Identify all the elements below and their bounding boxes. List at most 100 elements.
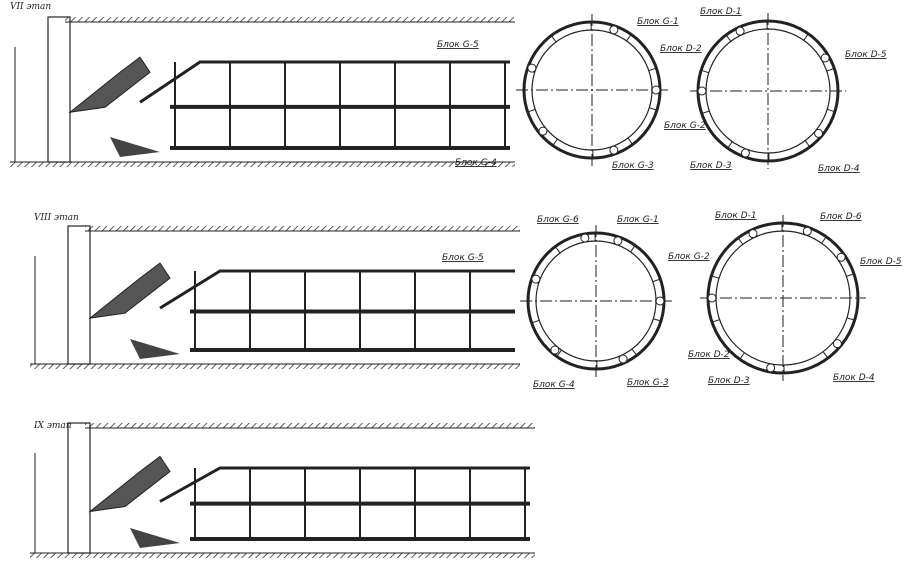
gantry-ramp (159, 269, 515, 310)
gantry-ramp (159, 466, 530, 503)
loader (110, 137, 160, 157)
label-block-d4: Блок D-4 (818, 164, 860, 174)
stage-label-ix: IX этап (33, 421, 72, 431)
block-marker (538, 126, 548, 136)
segment-joint (648, 67, 657, 72)
segment-joint (701, 110, 710, 115)
segment-erector (88, 262, 171, 319)
stage-label-vii: VII этап (10, 2, 51, 12)
label-block-g4: Блок G-4 (455, 158, 497, 168)
label-block-d2: Блок D-2 (660, 44, 702, 54)
segment-joint (739, 352, 745, 360)
segment-erector (88, 455, 171, 513)
block-marker (609, 145, 619, 155)
block-marker (550, 345, 560, 355)
label-block-g2: Блок G-2 (668, 252, 710, 262)
tunnel-section-ix (30, 422, 535, 558)
segment-joint (846, 273, 855, 277)
segment-joint (556, 349, 562, 357)
block-marker (527, 63, 537, 73)
ring-d-viii (700, 215, 866, 381)
tunnel-section-viii (30, 225, 520, 369)
segment-joint (652, 278, 661, 283)
segment-joint (711, 319, 720, 323)
segment-joint (700, 69, 709, 74)
segment-joint (531, 319, 540, 324)
block-marker (618, 354, 628, 364)
stage-label-viii: VIII этап (34, 213, 79, 223)
block-marker (836, 252, 846, 262)
block-marker (655, 296, 665, 306)
ring-g-vii (516, 14, 668, 166)
segment-joint (554, 246, 561, 254)
shield-body (47, 16, 71, 163)
gantry-ramp (139, 60, 510, 104)
label-block-g5: Блок G-5 (437, 40, 479, 50)
segment-joint (626, 34, 632, 42)
rock-hatch-top (85, 226, 520, 231)
label-block-g6: Блок G-6 (537, 215, 579, 225)
segment-joint (631, 348, 638, 356)
block-marker (735, 26, 745, 36)
label-block-d2: Блок D-2 (688, 350, 730, 360)
block-marker (820, 53, 830, 63)
segment-joint (821, 236, 827, 244)
rock-hatch-bottom (30, 553, 535, 558)
rock-hatch-bottom (10, 162, 515, 167)
tunnel-section-vii (10, 16, 515, 167)
block-marker (613, 236, 623, 246)
shield-body (67, 422, 91, 554)
block-marker (651, 85, 661, 95)
segment-joint (653, 318, 662, 322)
segment-joint (711, 275, 720, 279)
ring-d-vii (690, 13, 846, 169)
ring-g-viii (520, 225, 672, 377)
segment-erector (68, 56, 151, 114)
label-block-d4: Блок D-4 (833, 373, 875, 383)
label-block-g5: Блок G-5 (442, 253, 484, 263)
block-marker (740, 148, 750, 158)
segment-joint (630, 245, 636, 253)
rock-hatch-bottom (30, 364, 520, 369)
label-block-g1: Блок G-1 (617, 215, 659, 225)
rock-hatch-top (65, 17, 515, 22)
segment-joint (827, 108, 836, 113)
label-block-g4: Блок G-4 (533, 380, 575, 390)
block-marker (707, 293, 717, 303)
shield-body (67, 225, 91, 365)
segment-joint (649, 107, 658, 111)
label-block-d1: Блок D-1 (715, 211, 757, 221)
label-block-g3: Блок G-3 (612, 161, 654, 171)
segment-joint (803, 33, 809, 41)
segment-joint (527, 108, 536, 113)
label-block-g1: Блок G-1 (637, 17, 679, 27)
loader (130, 528, 180, 548)
label-block-d5: Блок D-5 (845, 50, 887, 60)
block-marker (814, 128, 824, 138)
label-block-d5: Блок D-5 (860, 257, 902, 267)
segment-joint (804, 140, 811, 148)
block-marker (802, 226, 812, 236)
label-block-d3: Блок D-3 (708, 376, 750, 386)
block-marker (832, 339, 842, 349)
segment-joint (550, 35, 557, 43)
block-marker (609, 25, 619, 35)
loader (130, 339, 180, 359)
label-block-g2: Блок G-2 (664, 121, 706, 131)
segment-joint (826, 67, 835, 72)
segment-joint (846, 317, 855, 321)
block-marker (748, 229, 758, 239)
label-block-d1: Блок D-1 (700, 7, 742, 17)
segment-joint (737, 237, 744, 245)
label-block-d6: Блок D-6 (820, 212, 862, 222)
rock-hatch-top (85, 423, 535, 428)
block-marker (766, 363, 776, 373)
block-marker (580, 233, 590, 243)
segment-joint (727, 141, 733, 149)
segment-joint (627, 137, 634, 145)
segment-joint (822, 351, 829, 359)
block-marker (697, 86, 707, 96)
segment-joint (725, 34, 732, 42)
block-marker (531, 274, 541, 284)
